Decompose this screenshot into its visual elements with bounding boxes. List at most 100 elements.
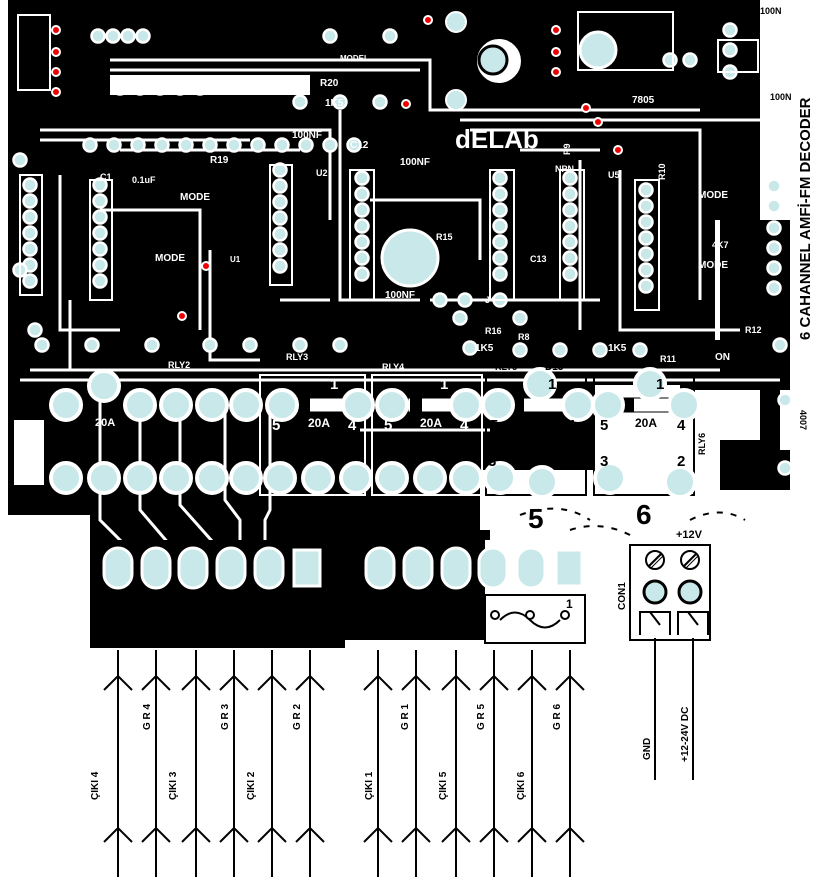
relay-pad (265, 388, 299, 422)
relay-dash-marks (519, 507, 746, 536)
capacitor-u4 (578, 30, 618, 70)
component-pad (722, 22, 738, 38)
relay-pad (195, 388, 229, 422)
component-pad (22, 193, 38, 209)
con1-label: CON1 (617, 582, 628, 610)
r11-value: 1K5 (608, 343, 627, 354)
component-pad (638, 198, 654, 214)
component-pad (135, 28, 151, 44)
pin4-r3: 4 (348, 417, 357, 434)
component-pad (562, 186, 578, 202)
component-pad (84, 337, 100, 353)
rly4-label: RLY4 (382, 362, 404, 372)
pin1-r4: 1 (440, 376, 448, 393)
section-5-label: 5 (528, 503, 544, 534)
component-pad (92, 193, 108, 209)
component-pad (322, 28, 338, 44)
component-pad (292, 337, 308, 353)
arrow-out (363, 826, 393, 843)
component-pad (92, 177, 108, 193)
model-label: MODEL (340, 54, 369, 63)
component-pad (106, 137, 122, 153)
r10-label: R10 (657, 163, 667, 180)
header-pad (364, 546, 396, 590)
r9-label: R9 (562, 143, 572, 155)
pin4-r6: 4 (677, 417, 686, 434)
r16-value: 1K5 (475, 343, 494, 354)
pin1-r5: 1 (548, 376, 556, 393)
relay-pad (229, 461, 263, 495)
component-pad (274, 137, 290, 153)
pin4-r5: 4 (567, 417, 576, 434)
u5-label: U5 (608, 170, 620, 180)
relay-pad (591, 388, 625, 422)
u1-label: U1 (230, 255, 241, 264)
component-pad (90, 28, 106, 44)
output-header-pads (102, 546, 584, 590)
component-pad (492, 186, 508, 202)
arrow-in (363, 674, 393, 691)
component-pad (354, 186, 370, 202)
component-pad (92, 241, 108, 257)
component-pad (92, 257, 108, 273)
component-pad (592, 342, 608, 358)
arrow-in (401, 674, 431, 691)
component-pad (272, 226, 288, 242)
component-pad (22, 241, 38, 257)
output-header-left (100, 540, 330, 600)
component-pads (12, 22, 793, 476)
component-pad (272, 194, 288, 210)
pin3-r6: 3 (600, 453, 608, 470)
output-label: ÇIKI 4 (90, 771, 101, 800)
component-pad (638, 246, 654, 262)
relay-pad (229, 388, 263, 422)
c1-label: C1 (100, 172, 112, 182)
component-pad (105, 28, 121, 44)
component-pad (766, 240, 782, 256)
output-label: G R 4 (142, 703, 153, 730)
component-pad (22, 209, 38, 225)
arrow-out (103, 826, 133, 843)
component-pad (766, 260, 782, 276)
rating-5: 20A (525, 416, 547, 430)
component-pad (766, 178, 782, 194)
cap-value-2: 100NF (400, 157, 430, 168)
component-pad (562, 202, 578, 218)
component-pad (22, 273, 38, 289)
rating-1: 20A (95, 417, 115, 429)
component-pad (226, 137, 242, 153)
component-pad (462, 340, 478, 356)
component-pad (662, 52, 678, 68)
component-pad (346, 137, 362, 153)
pin5-r6: 5 (600, 417, 608, 434)
arrow-in (257, 674, 287, 691)
cap-value-3: 100NF (385, 290, 415, 301)
component-pad (492, 170, 508, 186)
component-pad (92, 225, 108, 241)
component-pad (638, 278, 654, 294)
component-pad (202, 137, 218, 153)
relay-pad (301, 461, 335, 495)
relay-pads (49, 367, 701, 499)
r16-label: R16 (485, 326, 502, 336)
r11-label: R11 (660, 354, 676, 364)
relay-pad (375, 388, 409, 422)
relay-pad (263, 461, 297, 495)
component-pad (120, 28, 136, 44)
mode-label-3: MODE (698, 190, 728, 201)
arrow-in (441, 674, 471, 691)
component-pad (562, 218, 578, 234)
mode-label-1: MODE (180, 192, 210, 203)
output-wires (103, 638, 694, 877)
component-pad (27, 322, 43, 338)
component-pad (766, 198, 782, 214)
component-pad (354, 170, 370, 186)
arrow-in (555, 674, 585, 691)
arrow-in (219, 674, 249, 691)
component-pad (354, 218, 370, 234)
component-pad (242, 337, 258, 353)
relay-pad (49, 388, 83, 422)
component-pad (272, 162, 288, 178)
component-pad (512, 342, 528, 358)
